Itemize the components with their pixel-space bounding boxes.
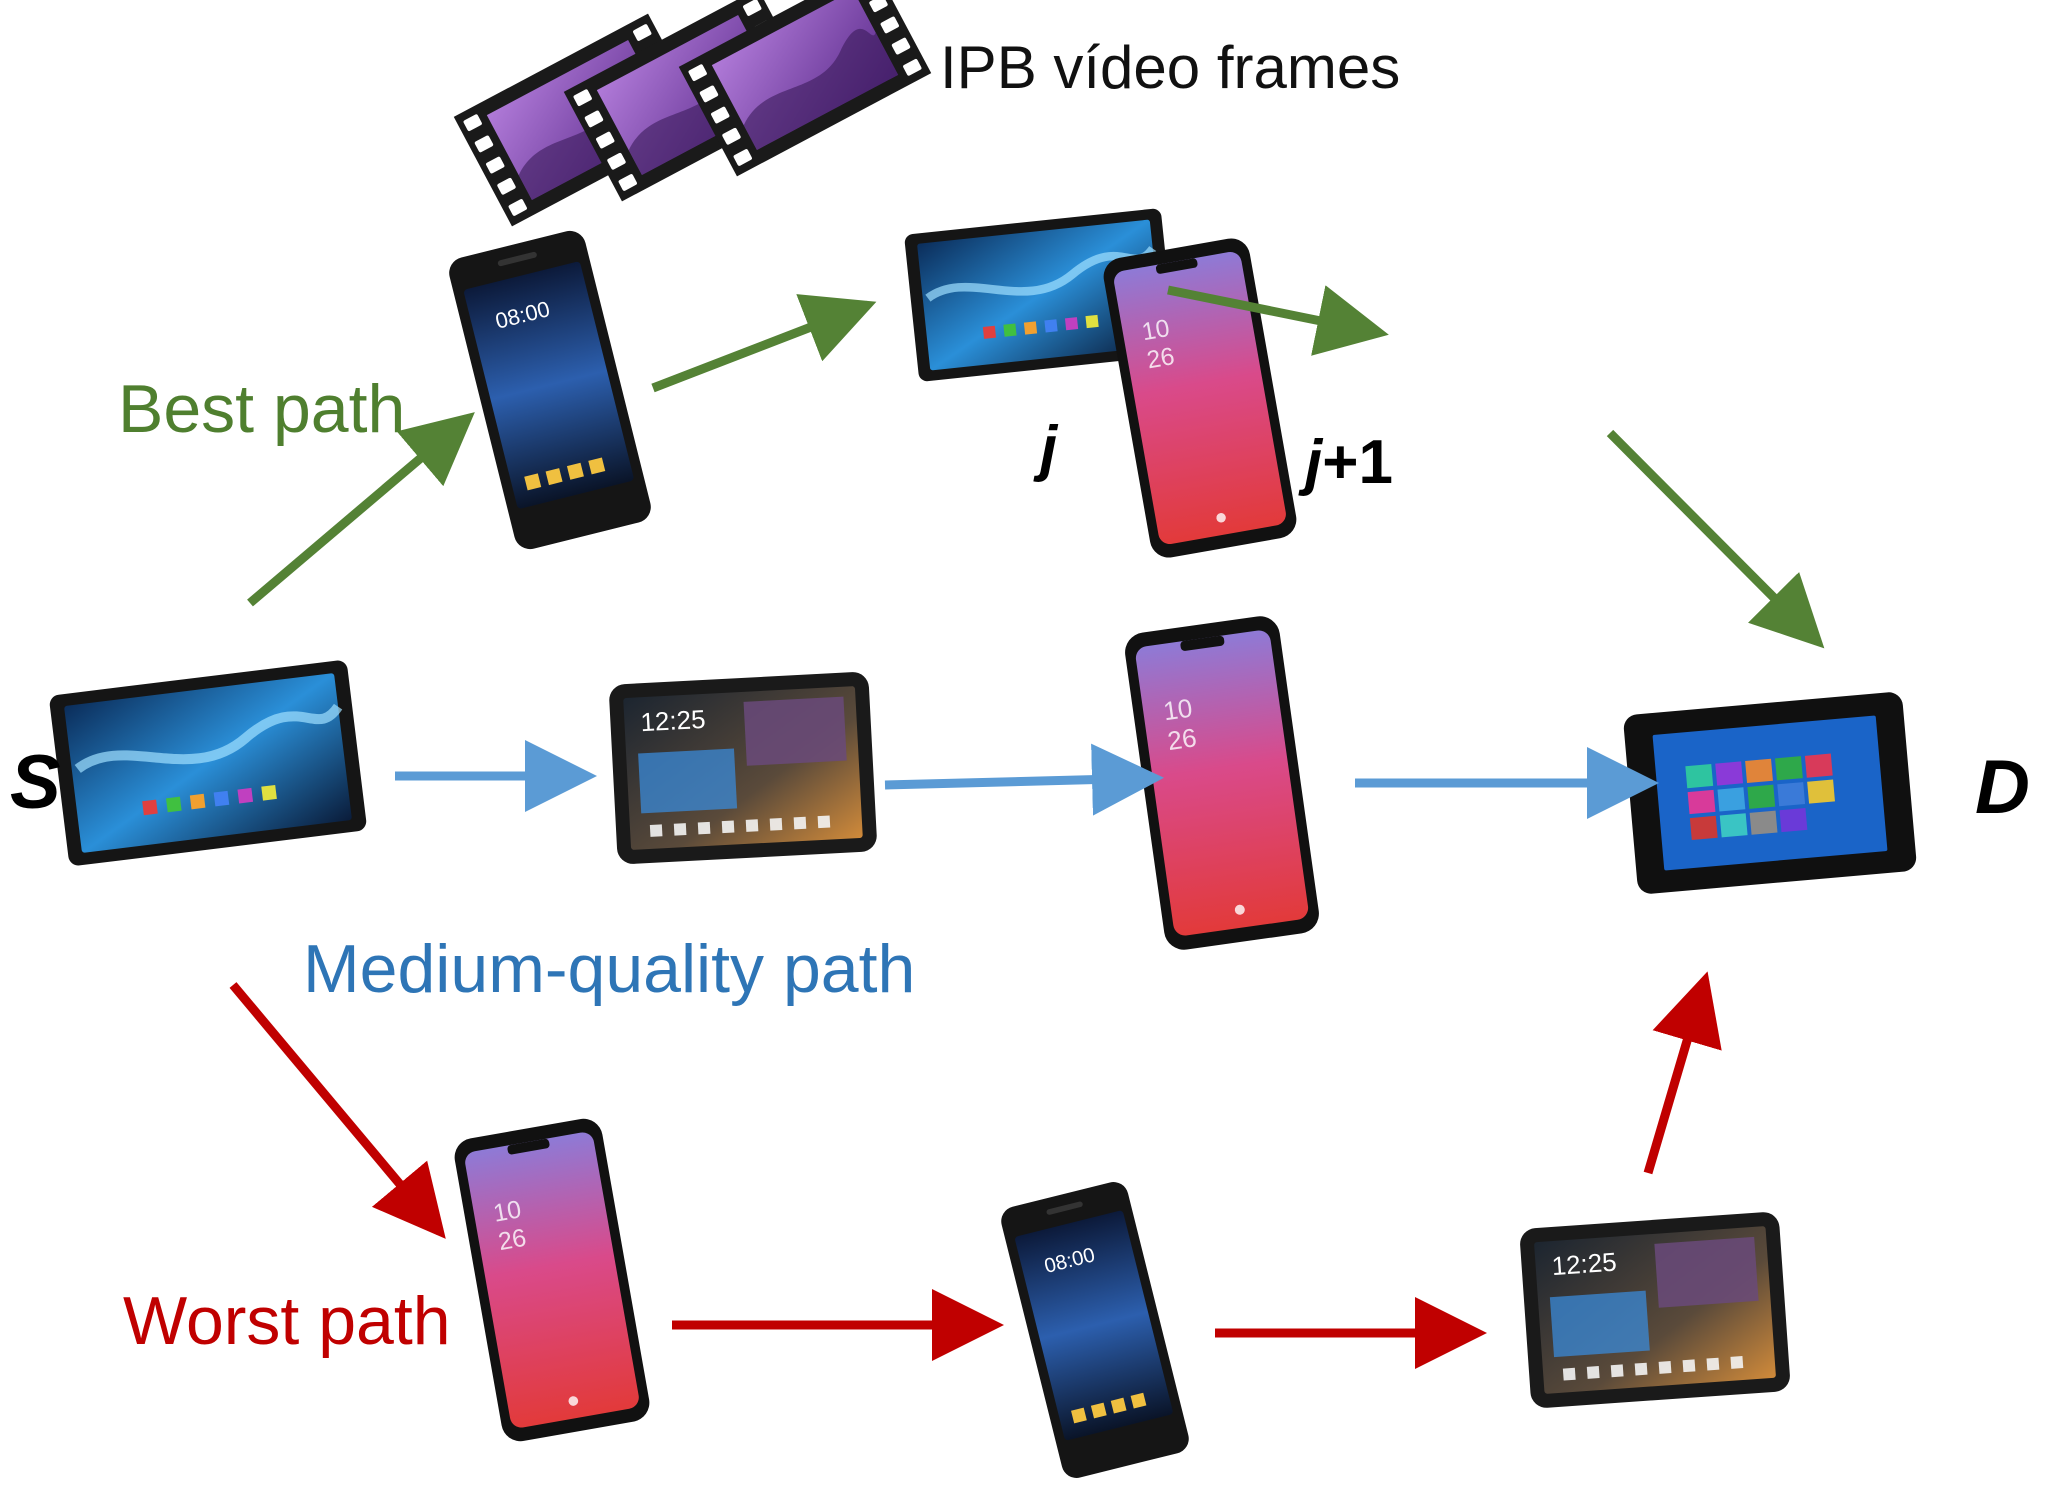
tablet-icon-medium-1 [608, 671, 878, 865]
tablet-icon-worst-3 [1519, 1211, 1791, 1409]
arrow-best-2 [651, 294, 877, 393]
tablet-icon-source [49, 659, 368, 866]
arrow-worst-4 [1643, 971, 1722, 1175]
arrow-best-3 [1167, 285, 1389, 356]
smartphone-icon-best-1 [445, 227, 655, 553]
node-j1-label: j+1 [1305, 432, 1393, 494]
arrow-medium-2 [884, 743, 1164, 816]
smartphone-icon-medium-2 [1122, 613, 1322, 953]
arrow-worst-1 [229, 982, 446, 1239]
arrow-best-1 [247, 412, 475, 607]
node-j1-variable: j [1305, 428, 1323, 497]
smartphone-icon-node-j1 [1100, 235, 1300, 561]
source-node-label: S [10, 740, 61, 825]
arrow-best-4 [1606, 429, 1825, 649]
tablet-icon-destination [1622, 691, 1918, 895]
smartphone-icon-worst-2 [998, 1178, 1192, 1482]
smartphone-icon-worst-1 [451, 1115, 653, 1445]
frames-label: IPB vídeo frames [940, 34, 1401, 101]
destination-node-label: D [1975, 745, 2030, 830]
medium-path-label: Medium-quality path [303, 931, 916, 1007]
worst-path-label: Worst path [123, 1283, 451, 1359]
node-j1-suffix: +1 [1322, 428, 1393, 497]
node-j-label: j [1040, 414, 1058, 483]
best-path-label: Best path [118, 371, 406, 447]
film-strip-icon [453, 0, 932, 227]
